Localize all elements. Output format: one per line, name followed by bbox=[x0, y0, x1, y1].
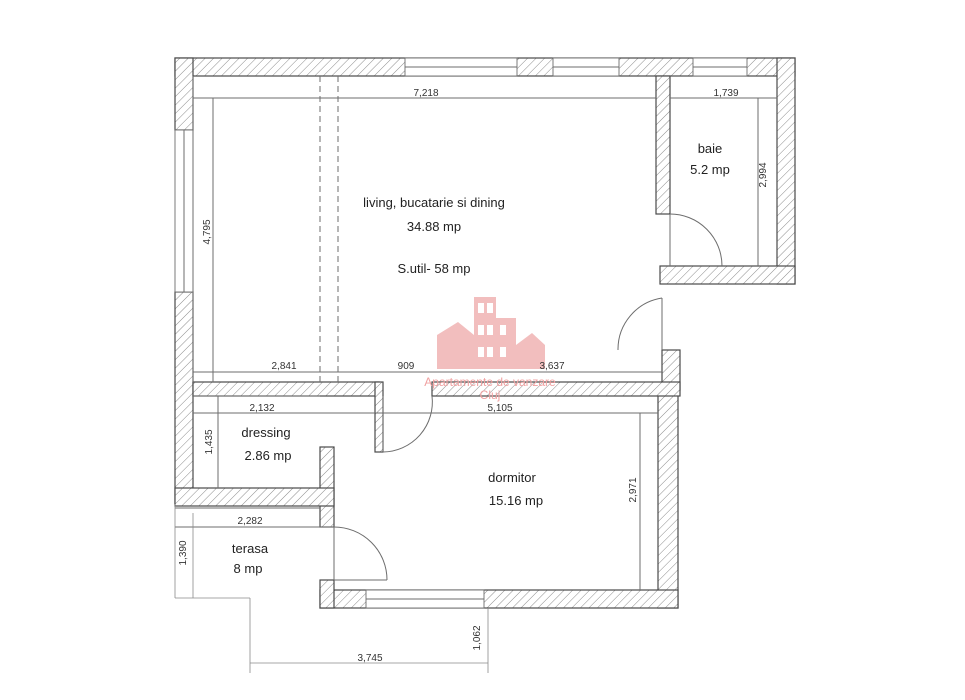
watermark-line2: Cluj bbox=[480, 388, 501, 402]
terrace-area: 8 mp bbox=[234, 561, 263, 576]
door-bath-arc bbox=[669, 213, 723, 267]
wall-right-bath bbox=[776, 57, 796, 285]
dim-2994: 2,994 bbox=[758, 162, 769, 187]
dim-909: 909 bbox=[398, 361, 415, 372]
wall-interior-left bbox=[192, 381, 380, 397]
terrace-name: terasa bbox=[232, 541, 269, 556]
dim-4795: 4,795 bbox=[202, 219, 213, 244]
doors bbox=[333, 213, 723, 581]
bath-name: baie bbox=[698, 141, 723, 156]
wall-interior-right bbox=[431, 381, 681, 397]
usable-area: S.util- 58 mp bbox=[398, 261, 471, 276]
watermark-line1: Apartamente de vanzare bbox=[424, 375, 556, 389]
wall-bedroom-right bbox=[657, 391, 679, 609]
door-terrace-arc bbox=[333, 526, 388, 581]
door-jamb bbox=[374, 381, 384, 453]
living-area: 34.88 mp bbox=[407, 219, 461, 234]
door-bedroom-arc bbox=[382, 395, 433, 453]
dim-1435: 1,435 bbox=[204, 429, 215, 454]
dim-3637: 3,637 bbox=[539, 361, 564, 372]
windows bbox=[174, 57, 748, 609]
wall-dressing-right bbox=[319, 446, 335, 528]
door-entrance-arc bbox=[617, 297, 663, 351]
bath-area: 5.2 mp bbox=[690, 162, 730, 177]
dim-2971: 2,971 bbox=[628, 477, 639, 502]
dim-2132: 2,132 bbox=[249, 403, 274, 414]
wall-dressing-bottom bbox=[174, 487, 335, 507]
dim-1390: 1,390 bbox=[178, 540, 189, 565]
wall-left-lower bbox=[174, 291, 194, 505]
dressing-area: 2.86 mp bbox=[245, 448, 292, 463]
dim-7218: 7,218 bbox=[413, 88, 438, 99]
dim-5105: 5,105 bbox=[487, 403, 512, 414]
dim-3745: 3,745 bbox=[357, 653, 382, 664]
living-name: living, bucatarie si dining bbox=[363, 195, 505, 210]
bedroom-name: dormitor bbox=[488, 470, 536, 485]
bedroom-area: 15.16 mp bbox=[489, 493, 543, 508]
wall-bedroom-left-lower bbox=[319, 579, 335, 609]
wall-left-upper bbox=[174, 57, 194, 131]
dim-1739: 1,739 bbox=[713, 88, 738, 99]
wall-bath-left bbox=[655, 75, 671, 215]
interior-lines bbox=[174, 76, 777, 673]
dim-1062: 1,062 bbox=[472, 625, 483, 650]
dim-2841: 2,841 bbox=[271, 361, 296, 372]
dim-2282: 2,282 bbox=[237, 516, 262, 527]
watermark-logo bbox=[437, 297, 545, 369]
dressing-name: dressing bbox=[241, 425, 290, 440]
wall-bath-bottom bbox=[659, 265, 796, 285]
